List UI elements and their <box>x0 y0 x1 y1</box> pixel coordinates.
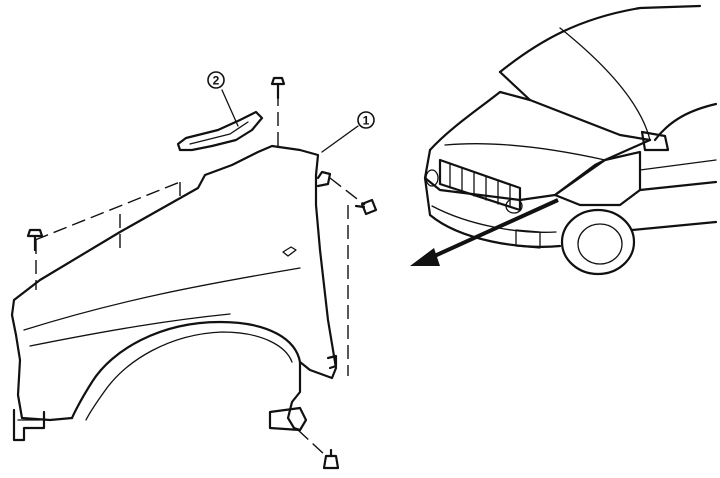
fender-bracket <box>176 110 264 152</box>
callout-label-bracket: 2 <box>213 74 220 88</box>
bolt-top-icon <box>270 76 286 100</box>
alignment-lines <box>34 92 366 456</box>
locator-arrow-icon <box>410 198 559 266</box>
front-fender <box>10 144 338 442</box>
bolt-right-icon <box>354 198 378 216</box>
bolt-left-icon <box>26 228 44 252</box>
callout-bracket: 2 <box>207 71 239 127</box>
bolt-bottom-icon <box>322 448 340 470</box>
callout-fender: 1 <box>321 111 375 153</box>
callout-label-fender: 1 <box>363 114 370 128</box>
vehicle-locator-view <box>423 4 718 276</box>
